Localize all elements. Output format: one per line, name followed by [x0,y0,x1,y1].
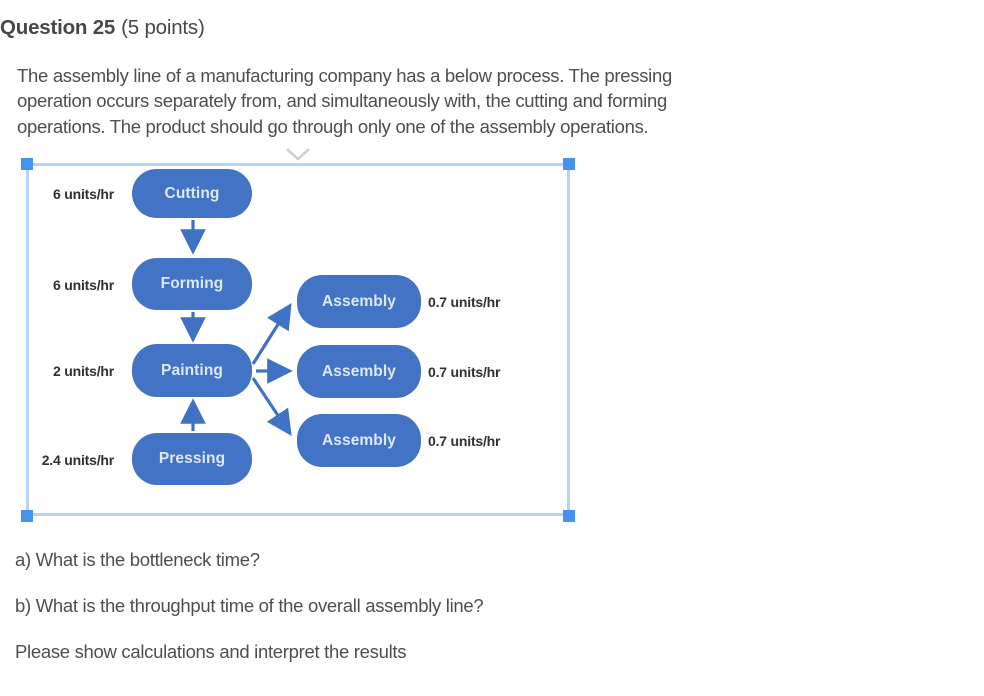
rate-label-painting: 2 units/hr [52,363,114,379]
rate-label-assembly-2: 0.7 units/hr [428,364,501,380]
chevron-down-icon [286,148,310,161]
resize-handle-bottom-right[interactable] [563,510,575,522]
question-text-line: The assembly line of a manufacturing com… [17,65,672,86]
process-node-assembly-1: Assembly [297,275,421,328]
process-node-painting: Painting [132,344,252,397]
resize-handle-top-left[interactable] [21,158,33,170]
rate-label-forming: 6 units/hr [52,277,114,293]
question-text: The assembly line of a manufacturing com… [17,63,877,139]
process-node-assembly-3: Assembly [297,414,421,467]
rate-label-cutting: 6 units/hr [52,186,114,202]
process-node-forming: Forming [132,258,252,310]
sub-question-note: Please show calculations and interpret t… [15,641,407,662]
question-points: (5 points) [121,16,205,39]
question-text-line: operation occurs separately from, and si… [17,90,667,112]
process-node-assembly-2: Assembly [297,345,421,398]
resize-handle-top-right[interactable] [563,158,575,170]
process-node-cutting: Cutting [132,169,252,218]
question-text-line: operations. The product should go throug… [17,115,649,137]
sub-question-a: a) What is the bottleneck time? [15,549,260,570]
rate-label-assembly-3: 0.7 units/hr [428,433,501,449]
process-diagram-image[interactable] [26,163,570,516]
process-node-pressing: Pressing [132,433,252,485]
question-header: Question 25(5 points) [0,16,205,40]
question-title: Question 25 [0,16,116,39]
rate-label-pressing: 2.4 units/hr [41,452,114,468]
resize-handle-bottom-left[interactable] [21,510,33,522]
sub-question-b: b) What is the throughput time of the ov… [15,595,484,616]
rate-label-assembly-1: 0.7 units/hr [428,294,501,310]
